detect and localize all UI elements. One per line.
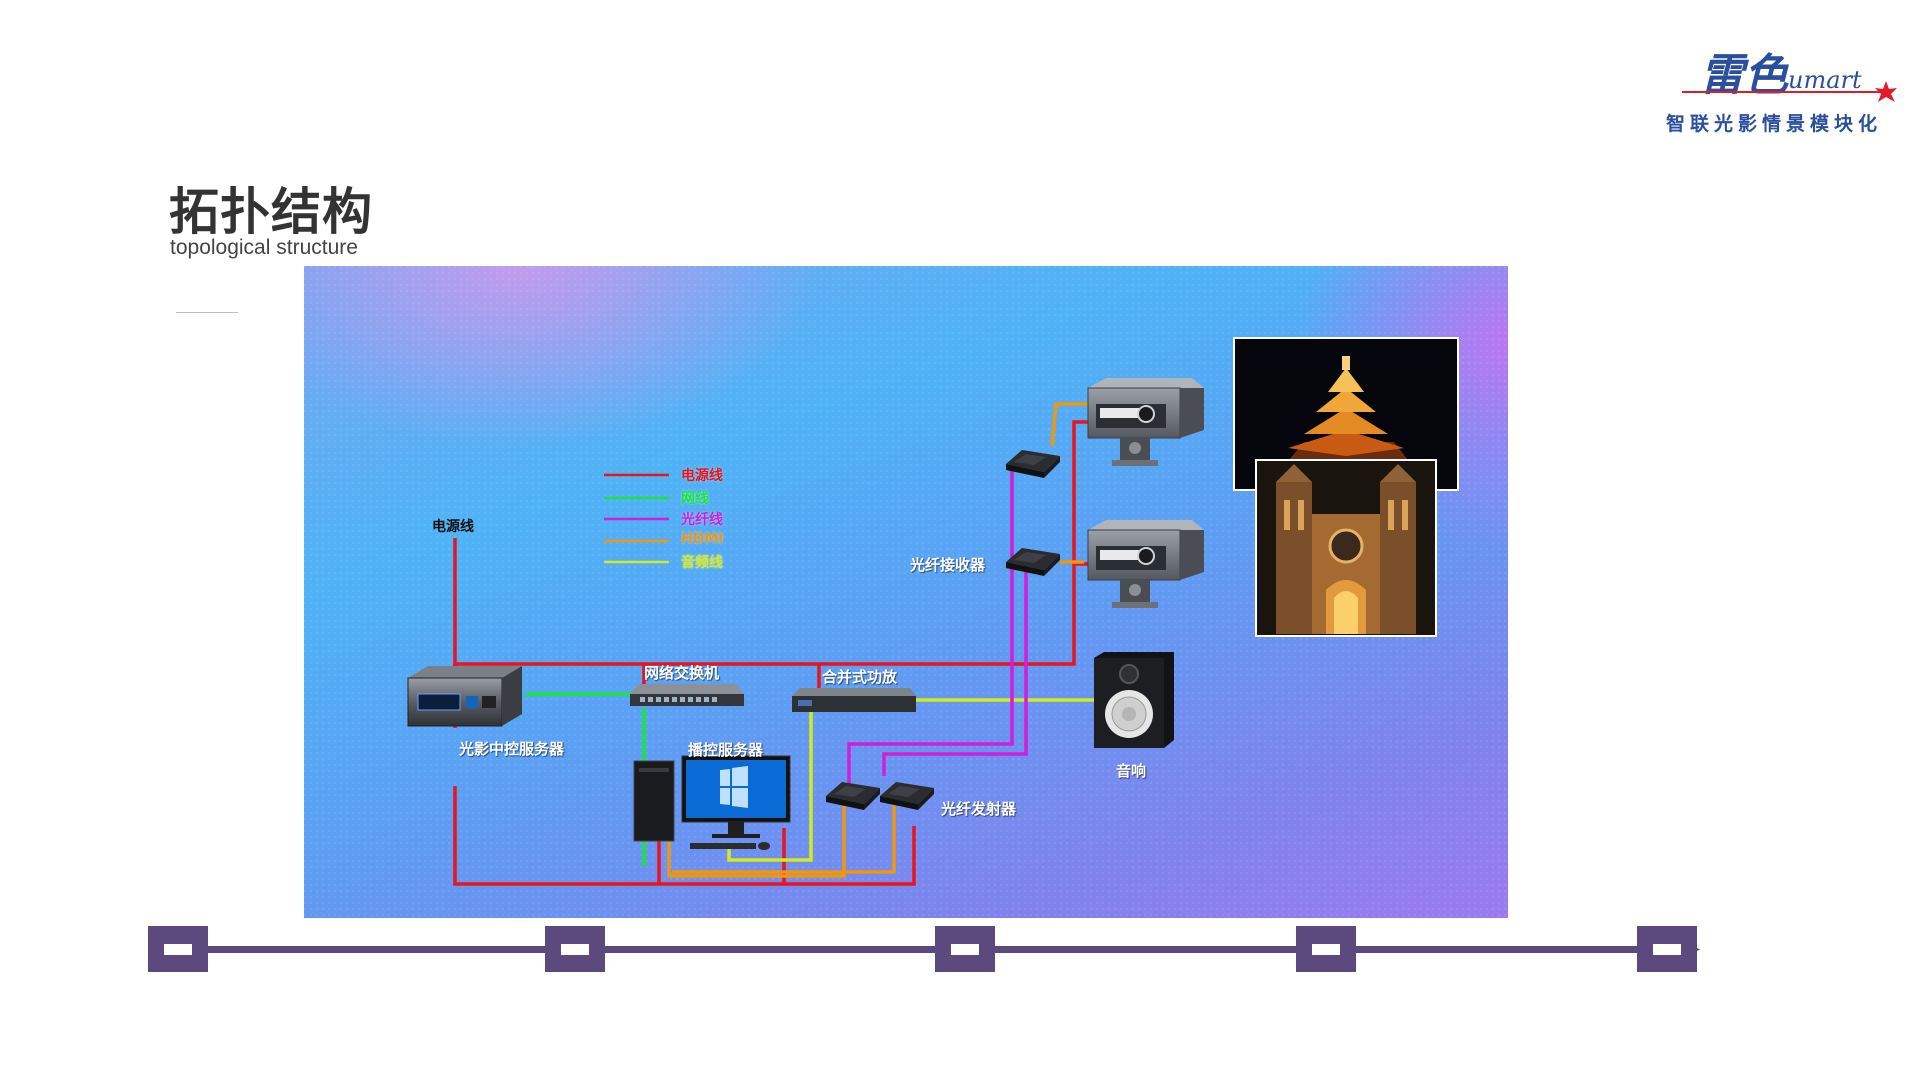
logo-brand-cn: 雷色 — [1700, 50, 1789, 101]
projection-photo-cathedral — [1255, 459, 1437, 637]
legend-swatches — [604, 473, 669, 564]
timeline-node — [1296, 926, 1356, 972]
logo-mark: 雷色 umart 智联光影情景模块化 — [1666, 50, 1897, 135]
topology-wiring — [304, 266, 1508, 918]
legend-fiber: 光纤线 — [681, 512, 723, 528]
page-subtitle: topological structure — [170, 236, 358, 259]
switch-icon — [630, 684, 744, 706]
projector-icon — [1087, 520, 1204, 608]
label-fiber-receiver: 光纤接收器 — [910, 556, 986, 574]
fiber-module-icon — [826, 782, 880, 810]
legend-audio: 音频线 — [681, 555, 723, 571]
label-fiber-transmitter: 光纤发射器 — [941, 800, 1017, 818]
label-switch: 网络交换机 — [644, 664, 720, 682]
title-divider — [176, 312, 238, 313]
label-amplifier: 合并式功放 — [822, 668, 898, 686]
server-icon — [407, 666, 522, 727]
projector-icon — [1087, 378, 1204, 466]
logo-star-icon — [1875, 81, 1897, 102]
fiber-module-icon — [1006, 450, 1060, 478]
legend-power: 电源线 — [681, 468, 723, 484]
timeline-node — [545, 926, 605, 972]
logo-brand-en: umart — [1788, 66, 1862, 94]
label-power-in: 电源线 — [432, 519, 474, 535]
fiber-module-icon — [1006, 548, 1060, 576]
timeline — [148, 926, 1758, 972]
legend-hdmi: HDMI — [681, 531, 724, 547]
fiber-module-icon — [880, 782, 934, 810]
page-title: 拓扑结构 — [169, 183, 373, 241]
pc-icon — [633, 755, 791, 850]
amplifier-icon — [792, 688, 916, 712]
speaker-icon — [1094, 652, 1174, 748]
timeline-node — [935, 926, 995, 972]
brand-logo: 雷色 umart 智联光影情景模块化 — [1660, 30, 1920, 140]
hdmi-lines — [667, 402, 1093, 878]
legend-network: 网线 — [681, 491, 709, 507]
timeline-node — [148, 926, 208, 972]
label-speaker: 音响 — [1116, 762, 1147, 780]
topology-diagram: 电源线 网线 光纤线 HDMI 音频线 电源线 网络交换机 合并式功放 光影中控… — [304, 266, 1508, 918]
label-playback-server: 播控服务器 — [688, 741, 764, 759]
timeline-node — [1637, 926, 1697, 972]
label-central-server: 光影中控服务器 — [459, 740, 565, 758]
logo-tagline: 智联光影情景模块化 — [1666, 112, 1882, 135]
